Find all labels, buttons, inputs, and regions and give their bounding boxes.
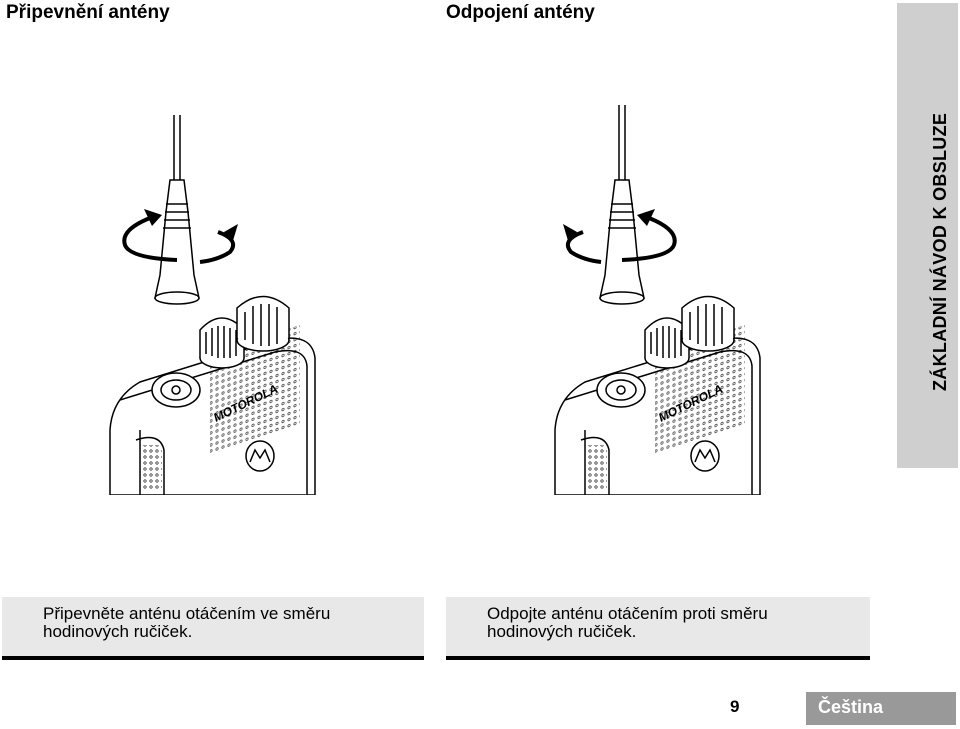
language-tab: Čeština [806, 692, 956, 725]
attach-caption-text: Připevněte anténu otáčením ve směru hodi… [43, 604, 331, 641]
antenna-attach-illustration: MOTOROLA [109, 115, 316, 495]
attach-heading: Připevnění antény [6, 2, 170, 23]
attach-caption: Připevněte anténu otáčením ve směru hodi… [2, 597, 424, 660]
antenna-connector [151, 372, 201, 408]
logo-badge [690, 440, 720, 472]
language-label: Čeština [818, 697, 884, 717]
antenna-connector [596, 372, 646, 408]
section-side-tab: ZÁKLADNÍ NÁVOD K OBSLUZE [897, 3, 958, 468]
section-side-tab-label: ZÁKLADNÍ NÁVOD K OBSLUZE [930, 112, 950, 391]
antenna [154, 115, 200, 305]
detach-heading: Odpojení antény [446, 2, 595, 23]
rotate-counterclockwise-icon [563, 209, 677, 264]
logo-badge [245, 440, 275, 472]
knob-small [199, 317, 245, 369]
antenna-detach-illustration: MOTOROLA [554, 105, 761, 495]
rotate-clockwise-icon [122, 209, 238, 264]
detach-caption-text: Odpojte anténu otáčením proti směru hodi… [487, 604, 768, 641]
antenna [599, 105, 645, 305]
knob-large [681, 295, 735, 352]
knob-large [236, 295, 290, 352]
knob-small [644, 317, 690, 369]
page-number: 9 [730, 697, 740, 716]
detach-caption: Odpojte anténu otáčením proti směru hodi… [446, 597, 870, 660]
